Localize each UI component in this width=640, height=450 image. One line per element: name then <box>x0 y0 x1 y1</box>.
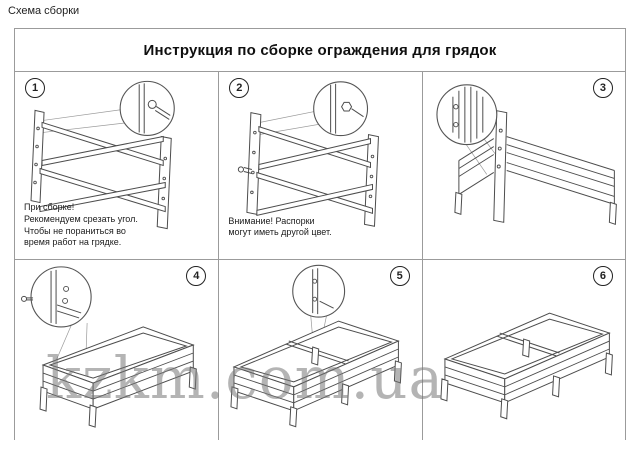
step-number: 3 <box>592 78 613 98</box>
step-panel-4: 4 <box>15 259 219 440</box>
step-number: 4 <box>186 266 207 286</box>
document-title: Инструкция по сборке ограждения для гряд… <box>15 29 625 72</box>
step3-drawing <box>436 84 617 225</box>
step4-drawing <box>21 266 197 428</box>
step5-drawing <box>230 264 403 428</box>
page-title: Схема сборки <box>8 5 80 17</box>
step2-note: Внимание! Распорки могут иметь другой цв… <box>228 215 332 238</box>
step-number: 2 <box>229 78 250 98</box>
step1-drawing <box>30 80 175 230</box>
step-number: 6 <box>592 266 613 286</box>
step-panel-5: 5 <box>218 259 422 440</box>
step1-note: При сборке! Рекомендуем срезать угол. Чт… <box>24 202 138 248</box>
instruction-document: Инструкция по сборке ограждения для гряд… <box>14 28 626 440</box>
step-number: 5 <box>389 266 410 286</box>
steps-grid: 1 <box>15 72 625 440</box>
step-panel-2: 2 <box>218 72 422 259</box>
step-panel-6: 6 <box>421 259 625 440</box>
step6-drawing <box>440 312 613 420</box>
step-panel-1: 1 <box>15 72 219 259</box>
step2-drawing <box>238 81 380 227</box>
step-panel-3: 3 <box>421 72 625 259</box>
step-number: 1 <box>25 78 45 98</box>
